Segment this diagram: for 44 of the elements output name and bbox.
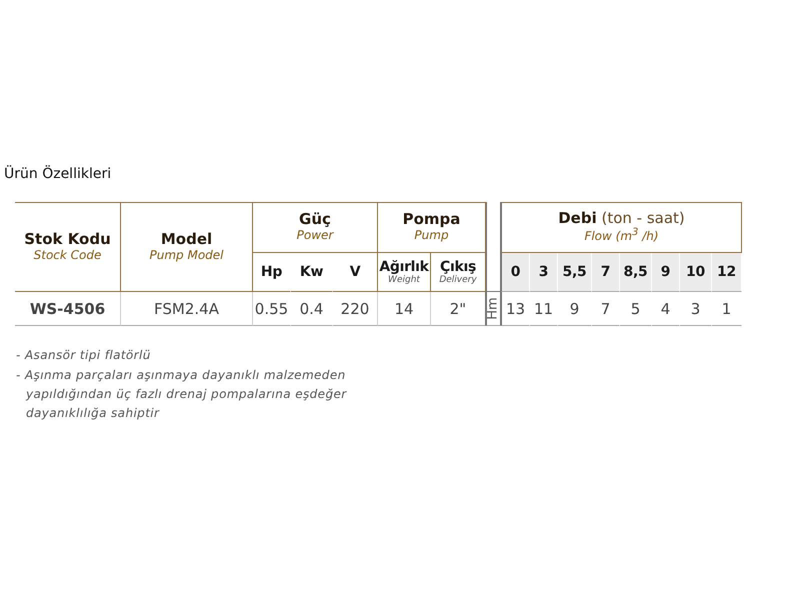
column-heading: Debi (ton - saat) [558,210,685,228]
column-subheading: Pump Model [150,248,224,262]
column-heading: Çıkış [440,258,476,275]
table-value: 7 [600,300,610,318]
table-value: 3 [690,300,700,318]
column-subheading: Flow (m$^{3}$ /h) [584,227,659,244]
column-heading: 9 [660,264,670,280]
section-title: Ürün Özellikleri [4,166,112,182]
column-heading: Pompa [402,211,460,228]
table-value: 1 [722,300,732,318]
column-heading: 10 [686,264,705,280]
column-subheading: Weight [388,274,420,286]
table-value: 0.55 [254,300,288,318]
column-heading: 7 [600,264,610,280]
column-subheading: Stock Code [34,248,102,262]
table-value: 14 [394,300,414,318]
column-heading: Ağırlık [379,258,429,275]
table-value: 11 [534,300,554,318]
column-subheading: Power [296,228,334,243]
column-subheading: Pump [414,228,449,243]
column-heading: 0 [510,264,520,280]
column-heading: Kw [300,264,324,280]
column-heading: 5,5 [562,264,586,280]
column-subheading: Delivery [439,274,477,286]
feature-note: - Aşınma parçaları aşınmaya dayanıklı malzemeden yapıldığından üç fazlı drenaj pompalarına eşdeğer dayanıklılığa sahiptir [16,367,348,422]
table-value: 2" [450,300,466,318]
table-value: 13 [506,300,526,318]
table-value: 0.4 [300,300,324,318]
column-heading: Hp [260,264,282,280]
unit-label: Hm [486,297,501,320]
column-heading: 12 [717,264,736,280]
column-heading: 3 [538,264,548,280]
table-value: 9 [570,300,580,318]
column-heading: 8,5 [624,264,648,280]
table-value: 4 [660,300,670,318]
column-heading: Model [160,230,212,248]
table-value: FSM2.4A [154,300,219,318]
column-heading: V [350,264,360,280]
column-heading: Güç [299,211,331,228]
feature-note: - Asansör tipi flatörlü [16,347,152,364]
table-value: WS-4506 [30,300,106,318]
table-value: 5 [630,300,640,318]
column-heading: Stok Kodu [24,230,111,248]
table-value: 220 [340,300,370,318]
